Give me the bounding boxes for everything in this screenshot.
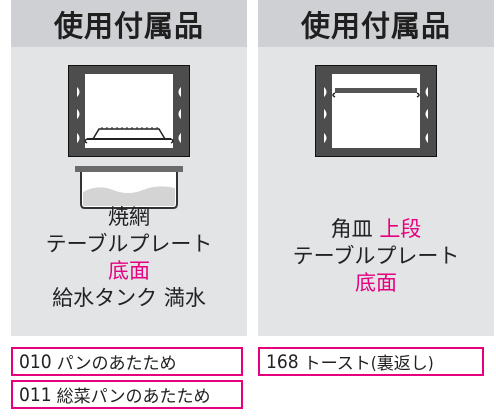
position-upper: 上段 xyxy=(379,217,422,241)
accessory-table-plate: テーブルプレート xyxy=(45,232,213,256)
accessory-grill-rack: 焼網 xyxy=(108,205,150,229)
program-tag-168: 168 トースト(裏返し) xyxy=(258,347,484,376)
program-tag-010: 010 パンのあたため xyxy=(11,347,243,376)
oven-with-grill-rack-icon xyxy=(68,65,190,157)
program-tag-011: 011 総菜パンのあたため xyxy=(11,380,243,409)
program-number: 011 xyxy=(19,383,52,406)
accessory-panel-left: 使用付属品 焼網 テーブルプレート 底面 給水タンク 満水 xyxy=(11,0,247,336)
program-name: 総菜パンのあたため xyxy=(56,387,211,407)
accessory-list: 焼網 テーブルプレート 底面 給水タンク 満水 xyxy=(11,204,247,312)
program-name: パンのあたため xyxy=(56,354,177,374)
program-name: トースト(裏返し) xyxy=(303,354,434,374)
panel-title: 使用付属品 xyxy=(11,0,247,47)
accessory-list: 角皿 上段 テーブルプレート 底面 xyxy=(258,216,494,297)
accessory-square-tray-label: 角皿 xyxy=(330,217,373,241)
accessory-panel-right: 使用付属品 角皿 上段 テーブルプレート 底面 xyxy=(258,0,494,336)
accessory-water-tank: 給水タンク 満水 xyxy=(52,286,206,310)
program-number: 010 xyxy=(19,350,52,373)
position-bottom: 底面 xyxy=(355,271,397,295)
water-tank-icon xyxy=(75,166,183,209)
accessory-table-plate: テーブルプレート xyxy=(292,244,460,268)
oven-with-square-tray-icon xyxy=(315,65,437,157)
position-bottom: 底面 xyxy=(108,259,150,283)
program-number: 168 xyxy=(266,350,299,373)
panel-title: 使用付属品 xyxy=(258,0,494,47)
accessory-square-tray: 角皿 上段 xyxy=(258,216,494,243)
